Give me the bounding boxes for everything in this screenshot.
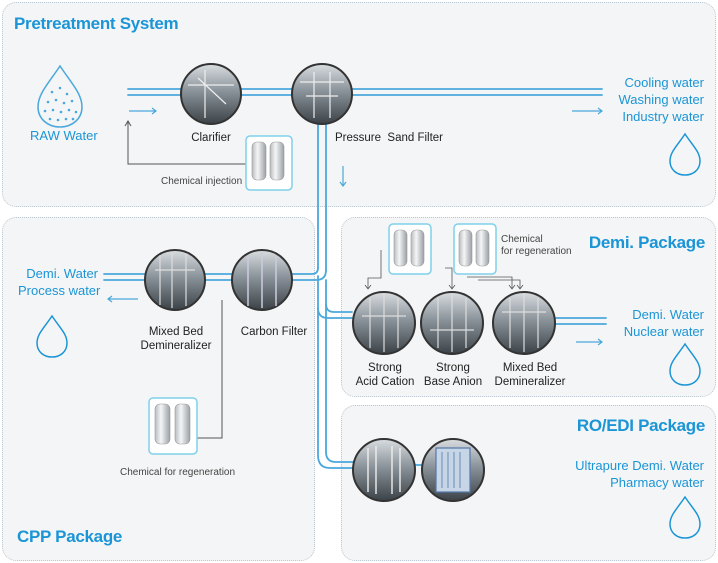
strong-acid-label: Strong Acid Cation — [352, 361, 418, 389]
flow-arrows — [107, 107, 603, 346]
ro-edi-outputs: Ultrapure Demi. Water Pharmacy water — [575, 457, 704, 491]
strong-base-line1: Strong — [436, 362, 470, 374]
cpp-mixed-bed-photo — [144, 249, 206, 311]
cpp-regen-tanks — [148, 397, 198, 455]
output-cpp-demi-water: Demi. Water — [26, 266, 98, 281]
demi-regen-line1: Chemical — [501, 234, 543, 245]
injection-line — [124, 120, 246, 165]
pretreatment-outputs: Cooling water Washing water Industry wat… — [619, 74, 705, 125]
demi-mixed-bed-label: Mixed Bed Demineralizer — [494, 361, 566, 389]
demi-title: Demi. Package — [588, 233, 705, 252]
output-washing-water: Washing water — [618, 92, 705, 107]
demi-regen-label: Chemical for regeneration — [501, 234, 572, 258]
clarifier-photo — [180, 63, 242, 125]
carbon-filter-photo — [231, 249, 293, 311]
output-cooling-water: Cooling water — [624, 75, 705, 90]
strong-base-line2: Base Anion — [423, 376, 483, 388]
cpp-regen-label: Chemical for regeneration — [120, 467, 236, 478]
strong-base-photo — [420, 291, 484, 355]
demi-outputs: Demi. Water Nuclear water — [624, 306, 704, 340]
cpp-mixed-bed-label: Mixed Bed Demineralizer — [140, 325, 212, 353]
demi-mixed-bed-line1: Mixed Bed — [502, 362, 558, 374]
pretreatment-panel — [2, 2, 716, 207]
cpp-mixed-bed-line2: Demineralizer — [140, 340, 212, 352]
cpp-title: CPP Package — [17, 527, 123, 546]
sand-filter-photo — [291, 63, 353, 125]
chemical-injection-tanks — [245, 135, 293, 191]
carbon-filter-label: Carbon Filter — [240, 326, 308, 338]
output-nuclear-water: Nuclear water — [623, 324, 704, 339]
edi-photo — [421, 438, 485, 502]
output-process-water: Process water — [18, 283, 101, 298]
strong-acid-line2: Acid Cation — [355, 376, 415, 388]
output-industry-water: Industry water — [622, 109, 704, 124]
demi-mixed-bed-line2: Demineralizer — [494, 376, 566, 388]
demi-mixed-bed-photo — [492, 291, 556, 355]
demi-regen-tanks-1 — [388, 223, 432, 275]
raw-water-label: RAW Water — [30, 128, 98, 143]
output-demi-water: Demi. Water — [632, 307, 704, 322]
output-pharmacy-water: Pharmacy water — [610, 475, 704, 490]
output-ultrapure-water: Ultrapure Demi. Water — [575, 458, 704, 473]
cpp-outputs: Demi. Water Process water — [18, 265, 101, 299]
chemical-injection-label: Chemical injection — [161, 176, 243, 187]
demi-regen-tanks-2 — [453, 223, 497, 275]
demi-regen-line2: for regeneration — [501, 246, 572, 257]
strong-acid-photo — [352, 291, 416, 355]
clarifier-label: Clarifier — [191, 132, 231, 144]
ro-photo — [352, 438, 416, 502]
ro-edi-title: RO/EDI Package — [576, 416, 705, 435]
water-drop-icons — [36, 64, 701, 539]
sand-filter-label: Pressure Sand Filter — [335, 132, 444, 144]
raw-water-dots — [43, 86, 78, 122]
cpp-mixed-bed-line1: Mixed Bed — [148, 326, 204, 338]
strong-base-label: Strong Base Anion — [420, 361, 486, 389]
strong-acid-line1: Strong — [368, 362, 402, 374]
pretreatment-title: Pretreatment System — [14, 14, 179, 33]
